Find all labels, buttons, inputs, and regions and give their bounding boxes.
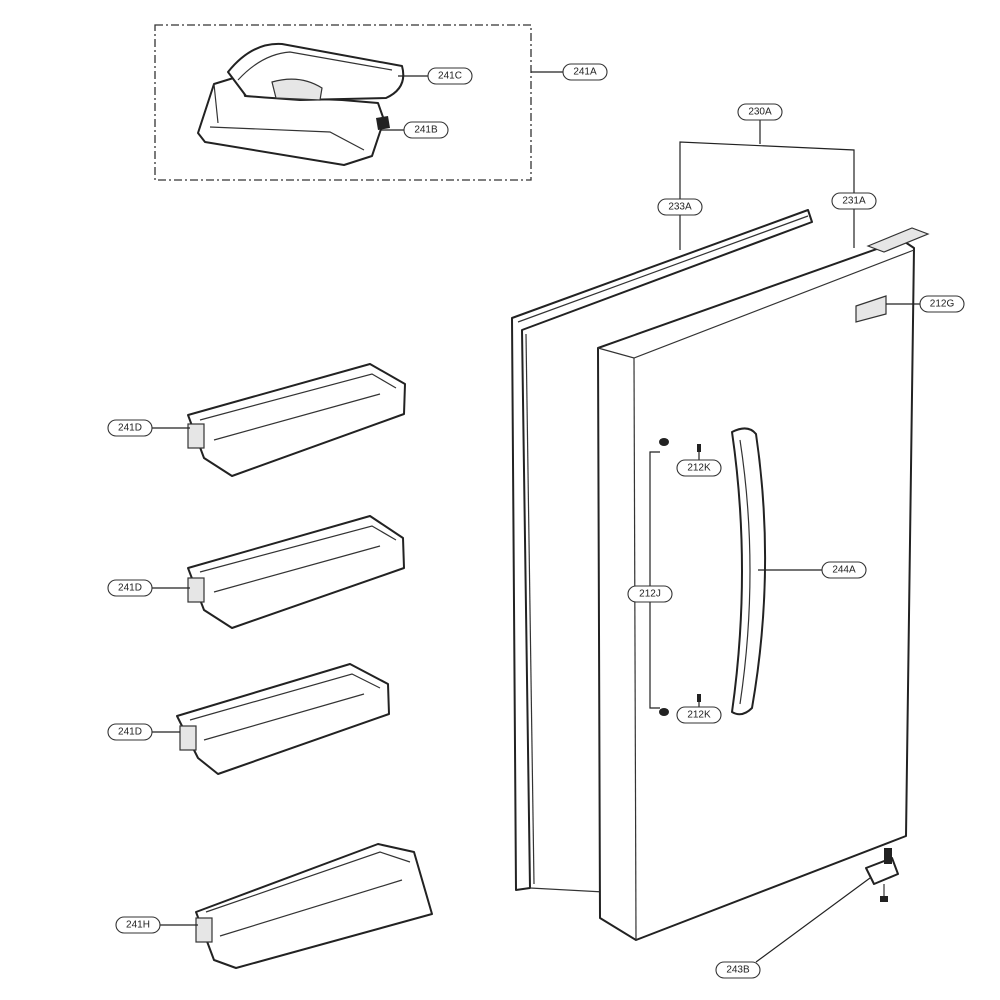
svg-text:241A: 241A xyxy=(573,67,597,78)
callout-241A: 241A xyxy=(562,63,608,81)
svg-text:241H: 241H xyxy=(126,920,150,931)
screw-top xyxy=(659,438,701,452)
callout-212J: 212J xyxy=(627,585,673,603)
svg-text:212K: 212K xyxy=(687,463,711,474)
svg-text:233A: 233A xyxy=(668,202,692,213)
svg-text:244A: 244A xyxy=(832,565,856,576)
door-bin-1 xyxy=(187,363,406,477)
svg-text:243B: 243B xyxy=(726,965,750,976)
dairy-assembly-box xyxy=(154,24,532,181)
dairy-bin-assembly xyxy=(197,42,405,166)
bracket-212J xyxy=(649,451,660,709)
svg-text:212K: 212K xyxy=(687,710,711,721)
door-bin-2 xyxy=(187,515,405,629)
leader-243B xyxy=(755,877,871,963)
svg-text:241D: 241D xyxy=(118,423,142,434)
svg-text:212J: 212J xyxy=(639,589,661,600)
callout-241H: 241H xyxy=(115,916,161,934)
door-gasket xyxy=(511,209,813,893)
svg-text:241C: 241C xyxy=(438,71,462,82)
callout-241D-3: 241D xyxy=(107,723,153,741)
callout-233A: 233A xyxy=(657,198,703,216)
callout-241D-1: 241D xyxy=(107,419,153,437)
callout-212K-2: 212K xyxy=(676,706,722,724)
hinge xyxy=(865,848,899,902)
callout-231A: 231A xyxy=(831,192,877,210)
svg-text:230A: 230A xyxy=(748,107,772,118)
door-bin-3 xyxy=(176,663,390,775)
svg-text:231A: 231A xyxy=(842,196,866,207)
callout-243B: 243B xyxy=(715,961,761,979)
svg-text:212G: 212G xyxy=(930,299,955,310)
callout-241B: 241B xyxy=(403,121,449,139)
svg-text:241B: 241B xyxy=(414,125,438,136)
callout-241C: 241C xyxy=(427,67,473,85)
door-handle xyxy=(731,427,767,716)
svg-text:241D: 241D xyxy=(118,583,142,594)
door-bin-tall xyxy=(195,843,433,969)
screw-bottom xyxy=(659,694,701,716)
svg-text:241D: 241D xyxy=(118,727,142,738)
callout-230A: 230A xyxy=(737,103,783,121)
callout-244A: 244A xyxy=(821,561,867,579)
callout-241D-2: 241D xyxy=(107,579,153,597)
callout-212G: 212G xyxy=(919,295,965,313)
callout-212K-1: 212K xyxy=(676,459,722,477)
